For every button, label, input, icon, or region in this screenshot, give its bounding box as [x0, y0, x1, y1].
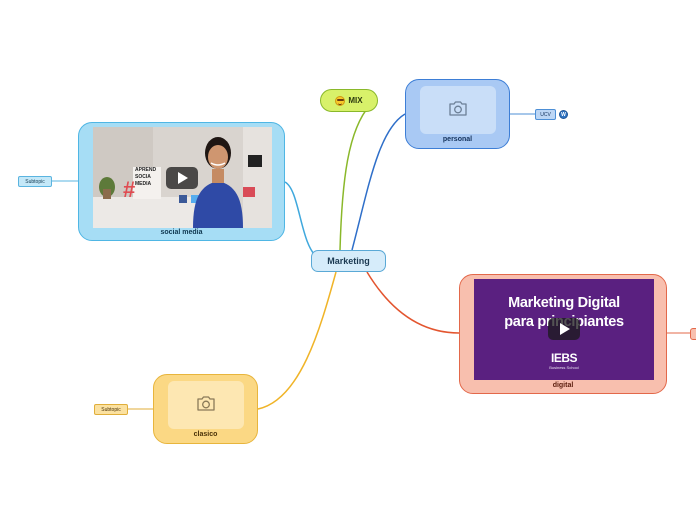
topic-digital[interactable]: Marketing Digital para principiantes IEB… [459, 274, 667, 394]
subtopic-bottom[interactable]: Subtopic [94, 404, 128, 415]
subtopic-left[interactable]: Subtopic [18, 176, 52, 187]
svg-text:#: # [123, 177, 135, 202]
camera-icon [449, 101, 467, 116]
topic-personal-label: personal [442, 136, 473, 143]
image-placeholder [168, 381, 244, 429]
topic-mix[interactable]: MIX [320, 89, 378, 112]
offscreen-subtopic[interactable] [690, 328, 696, 340]
topic-digital-label: digital [552, 382, 574, 389]
topic-personal[interactable]: personal [405, 79, 510, 149]
connector-mix [339, 104, 371, 251]
video-sign-line: MEDIA [135, 181, 152, 187]
connector-clasico [257, 271, 337, 410]
image-placeholder [420, 86, 496, 134]
play-button-icon[interactable] [548, 318, 580, 340]
connector-digital [366, 271, 460, 334]
video-thumbnail-social-media[interactable]: # APREND SOCIA MEDIA [93, 127, 272, 228]
subtopic-ucv-label: UCV [540, 111, 551, 118]
topic-clasico-label: clasico [193, 431, 218, 438]
smiling-emoji-icon [335, 95, 346, 106]
video-sign-line: SOCIA [135, 174, 151, 180]
topic-mix-label: MIX [348, 96, 363, 105]
wordpress-icon[interactable]: W [559, 110, 568, 119]
topic-clasico[interactable]: clasico [153, 374, 258, 444]
brand-logo: IEBS [550, 351, 578, 365]
video-title-line1: Marketing Digital [508, 295, 620, 311]
video-thumbnail-digital[interactable]: Marketing Digital para principiantes IEB… [474, 279, 654, 380]
brand-subtitle: Business School [549, 365, 579, 370]
camera-icon [197, 396, 215, 411]
play-button-icon[interactable] [166, 167, 198, 189]
video-scene: # [93, 127, 272, 228]
central-topic-label: Marketing [327, 256, 370, 266]
video-sign-line: APREND [135, 167, 157, 173]
subtopic-ucv[interactable]: UCV [535, 109, 556, 120]
topic-social-media-label: social media [160, 229, 203, 236]
topic-social-media[interactable]: # APREND SOCIA MEDIA social media [78, 122, 285, 241]
connector-social [284, 181, 319, 259]
connector-personal [351, 113, 406, 251]
subtopic-left-label: Subtopic [25, 178, 45, 185]
subtopic-bottom-label: Subtopic [101, 406, 121, 413]
central-topic-marketing[interactable]: Marketing [311, 250, 386, 272]
